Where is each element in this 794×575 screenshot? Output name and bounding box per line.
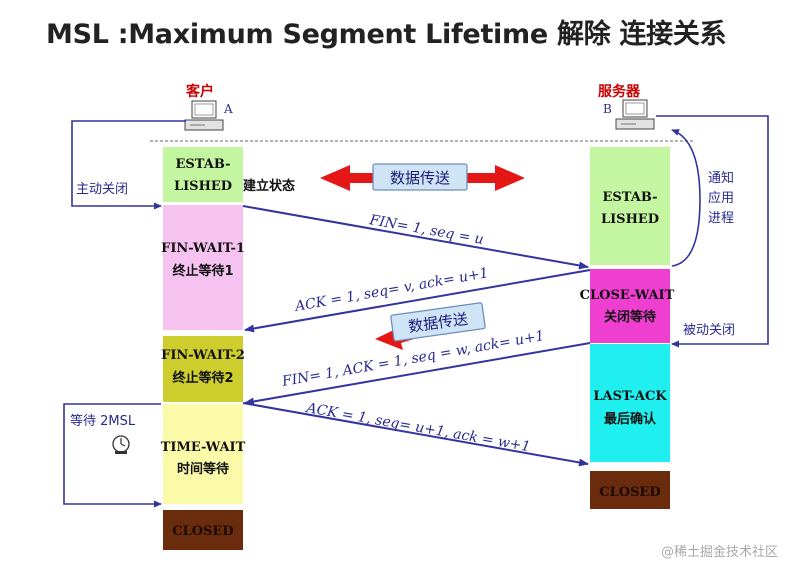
computer-icon-server bbox=[615, 99, 655, 130]
notify-app-label-3: 进程 bbox=[708, 211, 734, 226]
server-closed-text: CLOSED bbox=[599, 485, 660, 500]
client-time-wait-text-2: 时间等待 bbox=[177, 461, 229, 477]
client-closed-text: CLOSED bbox=[172, 524, 233, 539]
clock-icon bbox=[112, 435, 130, 454]
server-state-established bbox=[590, 147, 670, 265]
server-last-ack-text-1: LAST-ACK bbox=[593, 389, 667, 404]
ack2-label: ACK = 1, seq= u+1, ack = w+1 bbox=[303, 400, 531, 455]
client-state-closed bbox=[163, 510, 243, 550]
page-title: MSL :Maximum Segment Lifetime 解除 连接关系 bbox=[46, 19, 727, 50]
server-established-text-1: ESTAB- bbox=[603, 190, 658, 205]
client-state-time-wait bbox=[163, 404, 243, 504]
fin2-arrow bbox=[244, 342, 591, 406]
server-close-wait-text-1: CLOSE-WAIT bbox=[580, 288, 675, 303]
fin1-arrow bbox=[242, 205, 589, 270]
client-established-text-1: ESTAB- bbox=[176, 157, 231, 172]
client-time-wait-text-1: TIME-WAIT bbox=[161, 440, 246, 455]
notify-app-label-2: 应用 bbox=[708, 190, 734, 206]
server-established-text-2: LISHED bbox=[601, 212, 659, 227]
established-state-suffix: 建立状态 bbox=[243, 178, 295, 194]
client-fin-wait-2-text-1: FIN-WAIT-2 bbox=[161, 348, 245, 363]
passive-close-bracket bbox=[656, 115, 769, 348]
active-close-bracket bbox=[71, 120, 186, 210]
data-transfer-box-mid bbox=[390, 302, 486, 342]
watermark: @稀土掘金技术社区 bbox=[661, 544, 778, 560]
server-state-last-ack bbox=[590, 344, 670, 462]
server-host-label: B bbox=[603, 102, 612, 116]
server-last-ack-text-2: 最后确认 bbox=[604, 411, 657, 427]
data-transfer-label-top: 数据传送 bbox=[390, 169, 450, 187]
client-label: 客户 bbox=[185, 83, 214, 100]
active-close-label: 主动关闭 bbox=[76, 182, 128, 197]
computer-icon-client bbox=[184, 100, 224, 131]
client-fin-wait-1-text-1: FIN-WAIT-1 bbox=[161, 241, 245, 256]
data-transfer-box-top bbox=[372, 163, 468, 191]
server-state-close-wait bbox=[590, 269, 670, 343]
client-state-established bbox=[163, 147, 243, 202]
notify-app-arrow bbox=[671, 129, 701, 267]
passive-close-label: 被动关闭 bbox=[683, 323, 735, 338]
client-fin-wait-2-text-2: 终止等待2 bbox=[172, 370, 233, 386]
ack2-arrow bbox=[242, 402, 589, 467]
fin1-label: FIN= 1, seq = u bbox=[367, 212, 485, 248]
client-state-fin-wait-2 bbox=[163, 336, 243, 402]
client-host-label: A bbox=[223, 102, 233, 116]
wait-2msl-label: 等待 2MSL bbox=[70, 413, 136, 429]
notify-app-label-1: 通知 bbox=[708, 170, 734, 186]
wait-2msl-bracket bbox=[63, 403, 162, 508]
client-fin-wait-1-text-2: 终止等待1 bbox=[172, 263, 233, 279]
server-state-closed bbox=[590, 471, 670, 509]
ack1-arrow bbox=[244, 269, 591, 333]
server-label: 服务器 bbox=[598, 83, 641, 100]
server-close-wait-text-2: 关闭等待 bbox=[604, 309, 656, 325]
client-established-text-2: LISHED bbox=[174, 179, 232, 194]
client-state-fin-wait-1 bbox=[163, 205, 243, 330]
